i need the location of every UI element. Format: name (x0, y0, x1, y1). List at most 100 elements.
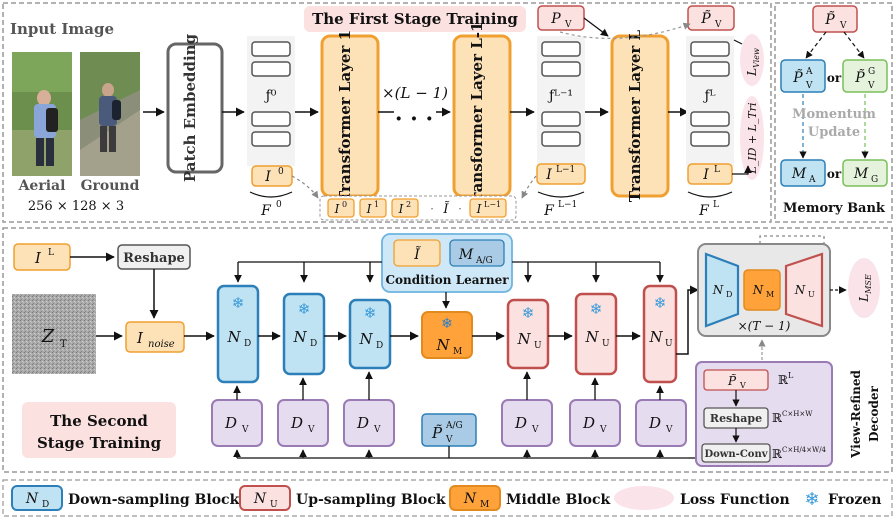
down-block-3-sub: D (376, 341, 383, 351)
memory-or-1: or (827, 71, 842, 85)
s2-noise-image (12, 294, 96, 374)
dv-block-5-sub: V (599, 425, 607, 435)
memory-ma-sub: A (808, 175, 816, 185)
repeat-nm-label: N (752, 283, 764, 297)
input-image-title: Input Image (10, 20, 114, 38)
svg-text:I: I (476, 202, 482, 216)
snowflake-icon: ❄ (654, 294, 667, 312)
snowflake-icon: ❄ (522, 304, 535, 322)
down-block-3-label: N (358, 330, 373, 348)
cond-i-token (393, 239, 441, 267)
pv-tilde-token (687, 5, 735, 31)
memory-bank-title: Memory Bank (783, 201, 886, 216)
memory-pv-top-sub: V (839, 21, 847, 31)
transformer-layer-1-label: Transformer Layer 1 (336, 30, 354, 202)
down-block-1-label: N (226, 328, 241, 346)
up-block-3-label: N (648, 328, 663, 346)
down-block-2 (282, 292, 326, 376)
f0-label: F (260, 203, 272, 219)
dv-block-6-label: D (648, 414, 661, 432)
seq-tilde: Ĩ (442, 201, 450, 217)
legend-nd-symbol: N (25, 491, 39, 507)
snowflake-icon: ❄ (232, 294, 245, 312)
condition-learner-label: Condition Learner (385, 273, 509, 287)
token-i0-sup: 0 (278, 167, 284, 177)
first-stage-panel (2, 2, 772, 223)
unet-blocks: ❄ N D ❄ N D ❄ N D ❄ N M ❄ N U ❄ N U ❄ N … (216, 284, 678, 384)
s2-inoise-token (125, 321, 185, 353)
memory-bank-panel (774, 2, 893, 223)
s2-zt-sub: T (60, 339, 67, 350)
svg-text:ƒ⁰: ƒ⁰ (264, 88, 277, 104)
repeat-nm-sub: M (766, 290, 774, 299)
fl-sup: L (713, 200, 719, 210)
legend-loss-swatch (614, 486, 674, 510)
s2-reshape-label: Reshape (123, 251, 185, 266)
pv-tilde-token-sub: V (714, 20, 722, 30)
legend-nu-sub: U (270, 500, 278, 510)
legend-nu-symbol: N (253, 491, 267, 507)
dv-block-4-label: D (514, 414, 527, 432)
pv-tilde-token-label: P̃ (700, 9, 711, 27)
feature-stack-f0: ƒ⁰ (247, 36, 295, 166)
patch-embedding-label: Patch Embedding (181, 33, 199, 182)
up-block-2-sub: U (602, 339, 610, 349)
vr-downconv-label: Down-Conv (704, 449, 768, 460)
up-block-1-label: N (516, 330, 531, 348)
dv-block-1-label: D (224, 414, 237, 432)
legend-nd-label: Down-sampling Block (68, 492, 240, 508)
memory-pv-g-label: P̃ (854, 68, 865, 86)
dv-block-5-label: D (582, 414, 595, 432)
token-sequence-items: I 0 I 1 I 2 · Ĩ · I L−1 (327, 198, 507, 218)
vr-pv-sub: V (739, 381, 746, 390)
feature-stack-fl-1: ƒᴸ⁻¹ (537, 36, 585, 166)
token-il-sup: L (714, 165, 720, 175)
up-block-1 (506, 298, 550, 370)
middle-block-sub: M (453, 347, 462, 357)
token-il-1 (536, 163, 586, 185)
up-block-3 (642, 284, 678, 384)
legend-nu-label: Up-sampling Block (296, 492, 446, 508)
memory-pv-top-label: P̃ (824, 10, 835, 28)
token-il-label: I (702, 167, 709, 183)
second-stage-title-1: The Second (50, 412, 148, 430)
s2-il-sup: L (48, 248, 54, 258)
loss-view-label: LView (745, 48, 761, 77)
repeat-nd-label: N (712, 283, 724, 297)
first-stage-title: The First Stage Training (312, 10, 518, 28)
vr-reshape-label: Reshape (710, 412, 762, 425)
memory-pv-g-sub: V (867, 81, 875, 91)
size-label: 256 × 128 × 3 (28, 199, 124, 214)
ground-image (80, 52, 140, 176)
legend-nm-swatch (449, 485, 501, 511)
up-block-3-sub: U (665, 339, 673, 349)
second-stage-title-2: Stage Training (37, 434, 162, 452)
down-block-1-sub: D (244, 339, 251, 349)
f0-sup: 0 (276, 200, 282, 210)
seq-item-0: 0 (342, 200, 347, 209)
ground-label: Ground (81, 178, 140, 194)
legend-nm-label: Middle Block (506, 492, 611, 508)
dv-block-1-sub: V (241, 425, 249, 435)
vr-title-1: View-Refined (849, 370, 863, 459)
cond-i-label: Ĩ (413, 245, 421, 263)
memory-or-2: or (827, 167, 842, 181)
memory-pv-a-label: P̃ (792, 68, 803, 86)
snowflake-icon: ❄ (590, 300, 603, 318)
snowflake-icon: ❄ (804, 489, 819, 510)
down-block-2-sub: D (310, 339, 317, 349)
loss-id-tri-label: L_ID + L_Tri (746, 102, 759, 174)
loss-id-tri-ellipse (740, 96, 764, 180)
s2-inoise-label: I (136, 329, 144, 347)
s2-il-token (13, 243, 71, 271)
s2-pv-ag-sub: V (445, 435, 453, 445)
s2-pv-ag-sup: A/G (445, 421, 463, 431)
svg-text:I: I (366, 202, 372, 216)
repeat-label: ×(L − 1) (382, 84, 448, 102)
memory-pv-g-sup: G (868, 67, 875, 77)
down-block-3 (348, 298, 392, 370)
update-label: Update (808, 125, 860, 140)
vr-rl-sup: L (788, 371, 794, 380)
pv-token (537, 5, 585, 31)
memory-pv-g (842, 59, 888, 93)
